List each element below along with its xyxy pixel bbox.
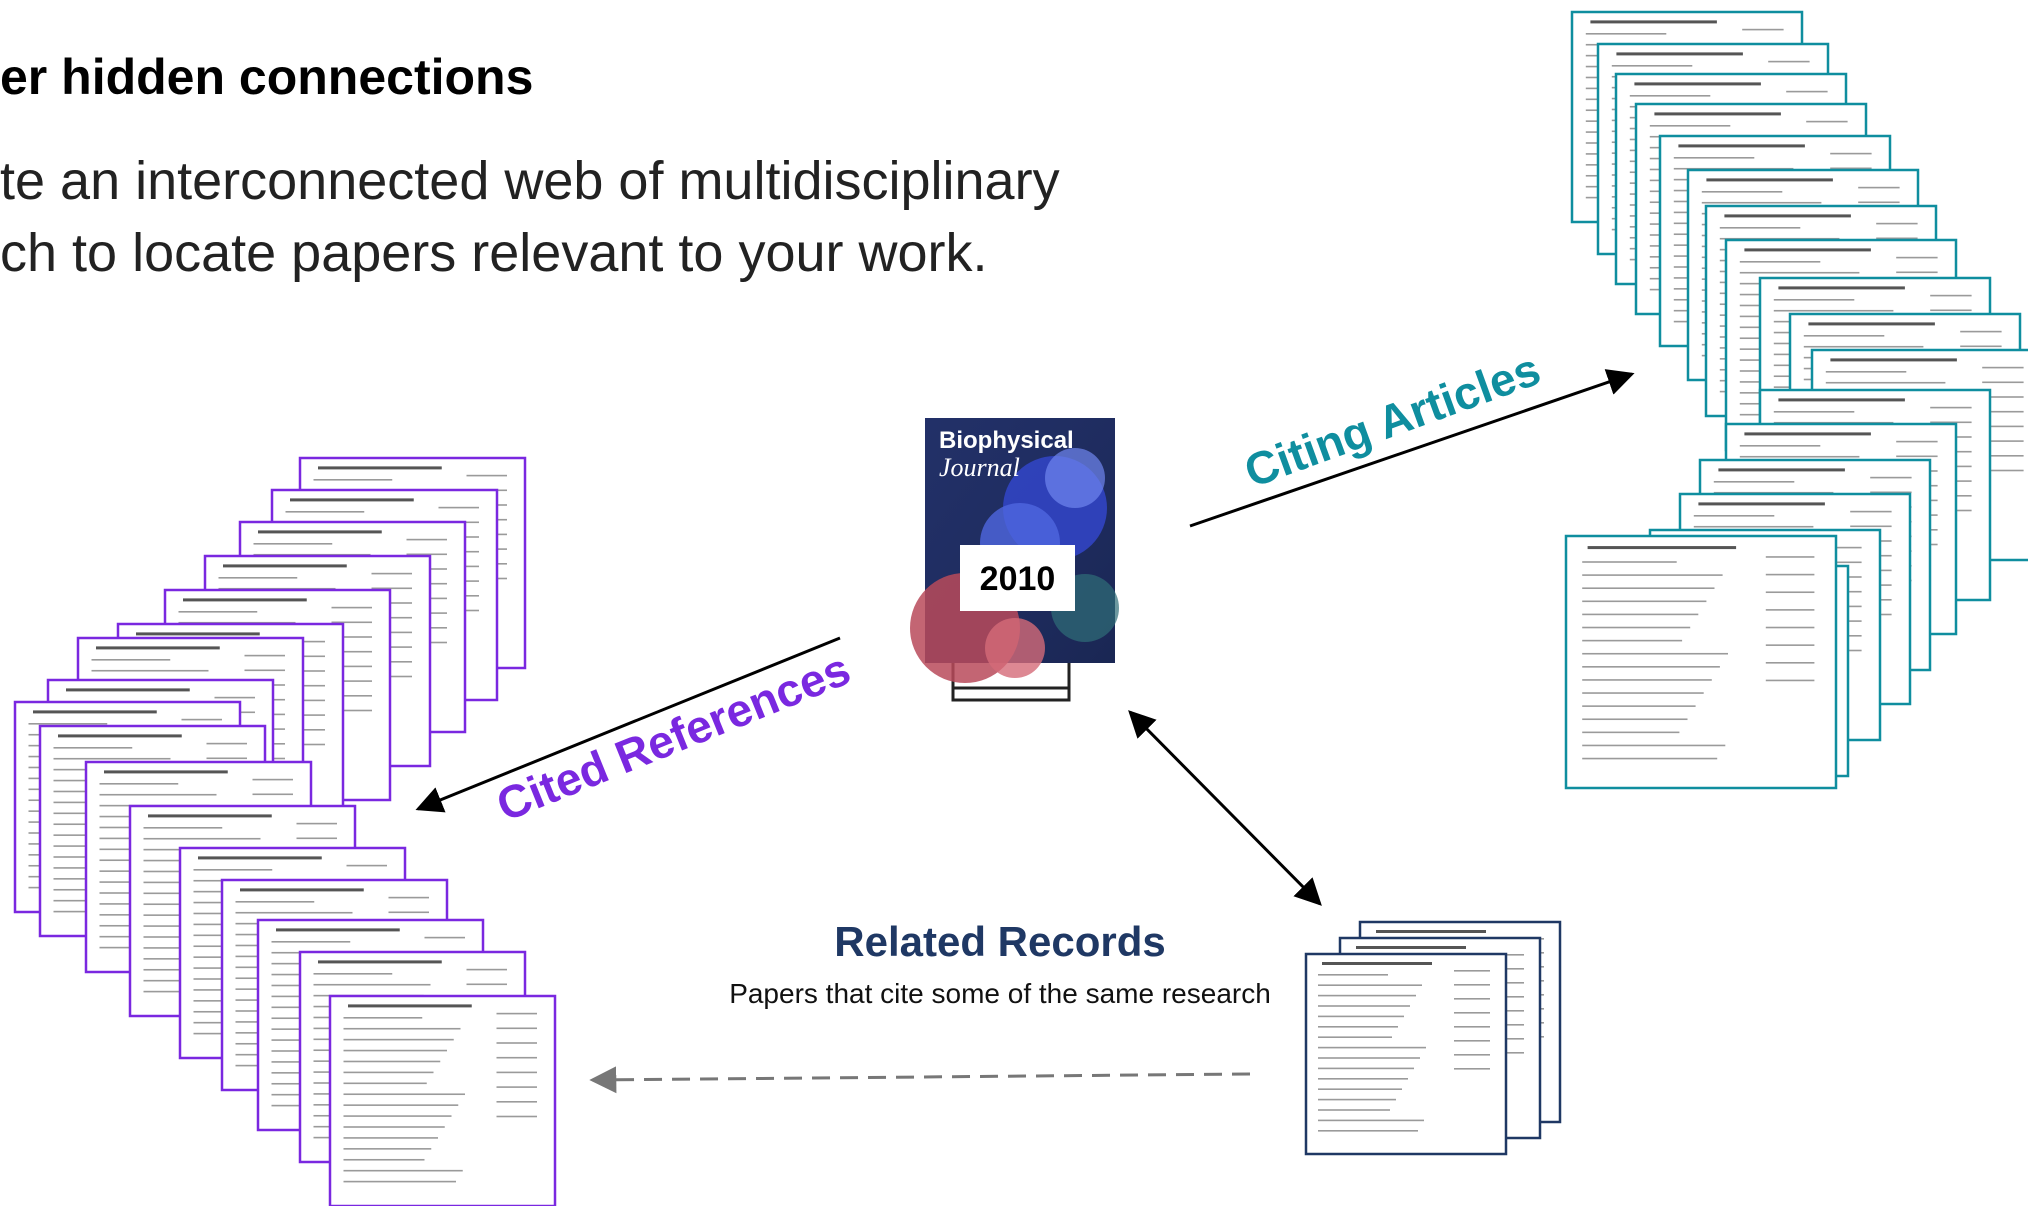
slide-body-line-2: ch to locate papers relevant to your wor… bbox=[0, 223, 988, 283]
journal-name-line-1: Biophysical bbox=[939, 427, 1074, 454]
cited-paper-thumbnail bbox=[328, 994, 557, 1206]
slide-heading: er hidden connections bbox=[0, 49, 534, 105]
related-arrow bbox=[1128, 710, 1322, 906]
cited-references-stack bbox=[13, 456, 557, 1206]
related-records-stack bbox=[1304, 920, 1562, 1156]
citing-paper-front bbox=[1564, 534, 1838, 790]
journal-name-line-2: Journal bbox=[939, 453, 1020, 482]
related-records-title: Related Records bbox=[834, 918, 1166, 965]
journal-cover: Biophysical Journal 2010 bbox=[910, 418, 1119, 702]
related-records-subtitle: Papers that cite some of the same resear… bbox=[729, 978, 1271, 1009]
slide-body-line-1: te an interconnected web of multidiscipl… bbox=[0, 151, 1060, 211]
related-paper-front bbox=[1304, 952, 1508, 1156]
journal-year: 2010 bbox=[980, 560, 1056, 598]
citing-articles-stack bbox=[1564, 10, 2028, 790]
citing-arrow bbox=[1189, 369, 1635, 528]
cited-references-label: Cited References bbox=[489, 642, 857, 831]
cited-arrow bbox=[415, 636, 841, 813]
related-dashed-arrow bbox=[589, 1066, 1251, 1094]
